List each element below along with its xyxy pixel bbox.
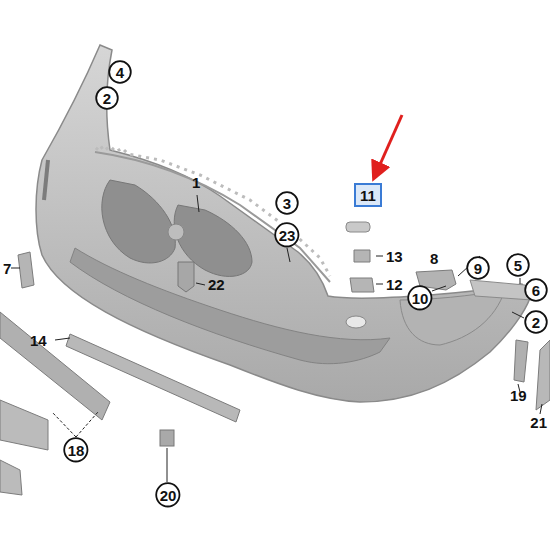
highlighted-callout-box: 11 [354, 183, 382, 207]
callout-number: 6 [532, 283, 540, 298]
callout-circle: 6 [524, 278, 548, 302]
callout-number: 13 [386, 249, 403, 264]
callout-number: 10 [412, 291, 429, 306]
callout-circle: 4 [108, 60, 132, 84]
callout-number: 20 [160, 488, 177, 503]
callout-number: 22 [208, 277, 225, 292]
callout-circle: 20 [155, 482, 181, 508]
callout-circle: 5 [506, 253, 530, 277]
callout-number: 7 [3, 261, 11, 276]
callout-number: 4 [116, 65, 124, 80]
callout-number: 12 [386, 277, 403, 292]
callout-number: 18 [68, 443, 85, 458]
bumper-shell [36, 45, 530, 402]
callout-number: 1 [192, 175, 200, 190]
callout-number: 11 [360, 188, 376, 203]
callout-number: 8 [430, 251, 438, 266]
callout-circle: 2 [524, 310, 548, 334]
callout-number: 5 [514, 258, 522, 273]
callout-circle: 3 [275, 191, 299, 215]
callout-number: 2 [103, 91, 111, 106]
callout-circle: 2 [95, 86, 119, 110]
callout-number: 2 [532, 315, 540, 330]
callout-circle: 18 [63, 437, 89, 463]
callout-number: 19 [510, 388, 527, 403]
callout-number: 21 [530, 415, 547, 430]
callout-number: 9 [474, 261, 482, 276]
callout-number: 3 [283, 196, 291, 211]
callout-circle: 23 [274, 222, 300, 248]
callout-number: 14 [30, 333, 47, 348]
callout-circle: 10 [407, 285, 433, 311]
callout-number: 23 [279, 228, 296, 243]
callout-circle: 9 [466, 256, 490, 280]
